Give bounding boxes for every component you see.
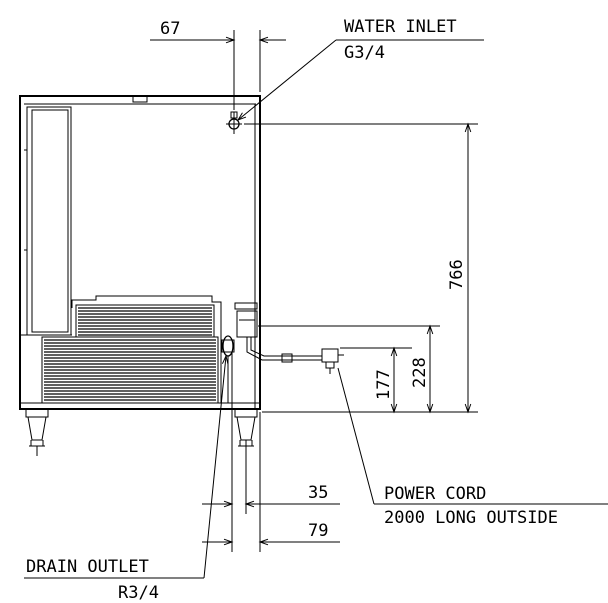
dimension-drain-offset-far-value: 79 <box>308 521 328 541</box>
power-cord-label: POWER CORD <box>384 484 486 504</box>
water-inlet-fitting-icon <box>226 111 242 134</box>
dimension-inlet-offset: 67 <box>150 19 286 110</box>
power-cord-icon <box>236 310 344 374</box>
dimension-inlet-offset-value: 67 <box>160 19 180 39</box>
power-cord-length: 2000 LONG OUTSIDE <box>384 508 558 528</box>
water-inlet-label: WATER INLET <box>344 17 457 37</box>
water-inlet-callout: WATER INLET G3/4 <box>236 17 484 121</box>
dimension-drain-offsets: 35 79 <box>202 352 340 552</box>
dimension-cord-heights: 177 228 <box>258 324 440 414</box>
dimension-cord-height-low-value: 177 <box>374 369 394 400</box>
condenser-grille <box>41 295 222 404</box>
drain-outlet-callout: DRAIN OUTLET R3/4 <box>24 354 229 603</box>
left-foot <box>25 408 49 456</box>
machine-body <box>19 95 261 410</box>
dimension-height-to-inlet-value: 766 <box>447 259 467 290</box>
dimension-drain-offset-near-value: 35 <box>308 483 328 503</box>
power-cord-callout: POWER CORD 2000 LONG OUTSIDE <box>337 367 608 528</box>
drain-outlet-label: DRAIN OUTLET <box>26 557 149 577</box>
water-inlet-size: G3/4 <box>344 43 385 63</box>
dimension-height-to-inlet: 766 <box>244 122 478 414</box>
drain-outlet-size: R3/4 <box>118 583 159 603</box>
dimension-cord-height-high-value: 228 <box>410 357 430 388</box>
